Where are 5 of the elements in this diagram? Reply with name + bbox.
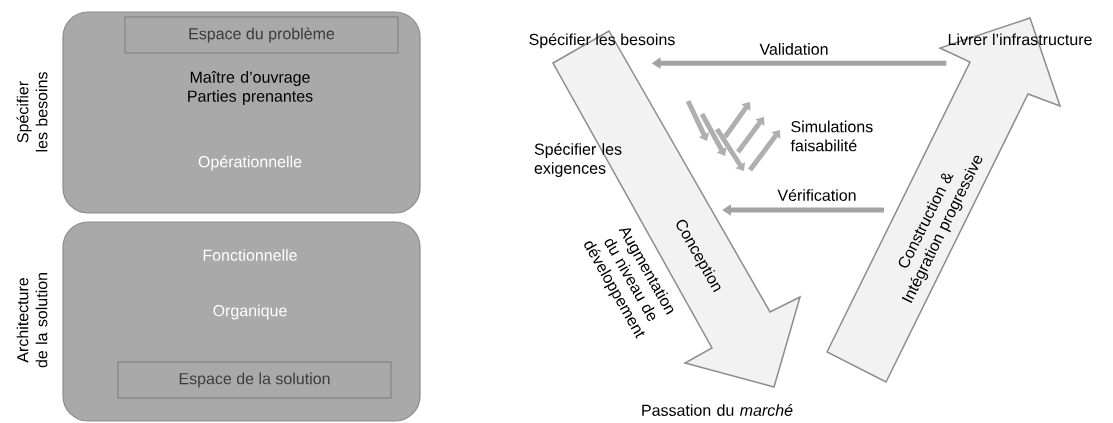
space-box: Espace du problème (124, 16, 399, 54)
side-label: Architecture de la solution (16, 273, 48, 368)
text-label: Passation du marché (642, 404, 793, 416)
space-box: Espace de la solution (117, 361, 392, 399)
side-label: Spécifier les besoins (16, 72, 48, 152)
